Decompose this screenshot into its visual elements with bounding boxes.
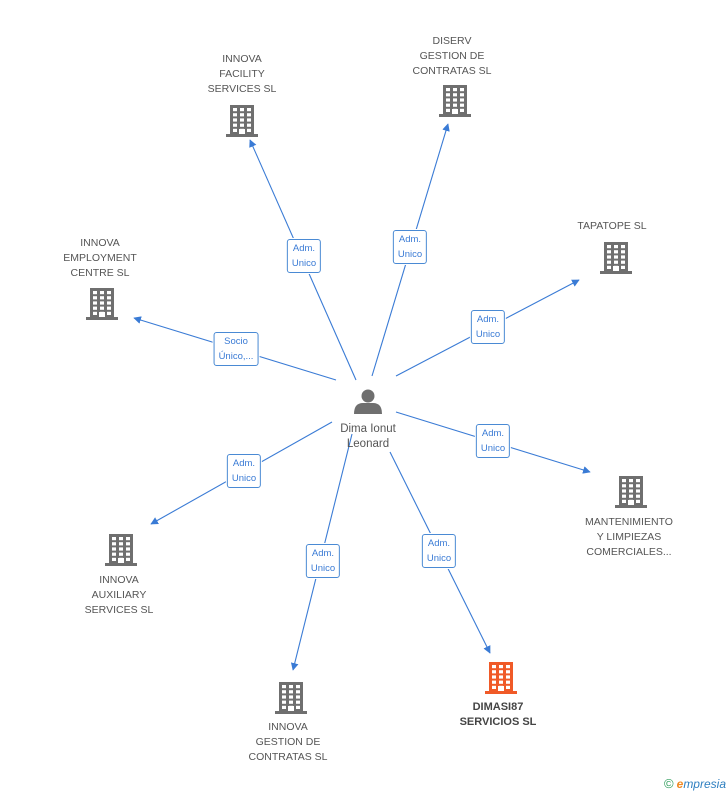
relation-label-line: Adm. [427, 538, 451, 549]
relation-label-line: Unico [231, 473, 257, 484]
relation-label-line: Adm. [311, 548, 335, 559]
company-name-line: COMERCIALES... [586, 546, 672, 558]
relation-label-innova-facility[interactable]: Adm. Unico [286, 239, 322, 273]
relation-label-line: Unico [480, 443, 506, 454]
relation-label-tapatope[interactable]: Adm. Unico [470, 310, 506, 344]
company-name-innova-auxiliary[interactable]: INNOVA AUXILIARY SERVICES SL [85, 573, 154, 618]
building-icon[interactable] [600, 242, 632, 274]
company-name-line: AUXILIARY [91, 589, 147, 601]
company-name-line: DISERV [432, 35, 472, 47]
relation-label-line: Unico [426, 553, 452, 564]
company-name-innova-facility[interactable]: INNOVA FACILITY SERVICES SL [208, 52, 277, 97]
company-name-line: TAPATOPE SL [577, 220, 647, 232]
brand-name: mpresia [683, 777, 726, 791]
relation-label-dimasi87[interactable]: Adm. Unico [421, 534, 457, 568]
copyright-symbol: © [664, 776, 674, 791]
company-name-mantenimiento[interactable]: MANTENIMIENTO Y LIMPIEZAS COMERCIALES... [585, 515, 673, 560]
relation-label-line: Único,... [218, 351, 254, 362]
company-name-line: INNOVA [268, 721, 308, 733]
building-icon[interactable] [226, 105, 258, 137]
building-icon[interactable] [615, 476, 647, 508]
relation-label-line: Adm. [398, 234, 422, 245]
relation-label-line: Socio [224, 336, 248, 347]
relation-label-line: Unico [475, 329, 501, 340]
relation-label-innova-auxiliary[interactable]: Adm. Unico [226, 454, 262, 488]
relation-label-diserv[interactable]: Adm. Unico [392, 230, 428, 264]
company-name-line: EMPLOYMENT [63, 252, 137, 264]
relation-label-line: Unico [291, 258, 317, 269]
relation-label-mantenimiento[interactable]: Adm. Unico [475, 424, 511, 458]
relation-label-innova-gestion[interactable]: Adm. Unico [305, 544, 341, 578]
company-name-line: MANTENIMIENTO [585, 516, 673, 528]
building-icon[interactable] [485, 662, 517, 694]
company-name-line: FACILITY [219, 68, 265, 80]
company-name-line: SERVICIOS SL [459, 716, 537, 728]
company-name-line: GESTION DE [255, 736, 321, 748]
person-name-line: Dima Ionut [340, 423, 396, 435]
company-name-line: CENTRE SL [70, 267, 130, 279]
relation-label-line: Adm. [476, 314, 500, 325]
building-icon[interactable] [86, 288, 118, 320]
building-icon[interactable] [275, 682, 307, 714]
person-icon[interactable] [354, 389, 382, 415]
company-name-innova-gestion[interactable]: INNOVA GESTION DE CONTRATAS SL [249, 720, 328, 765]
relation-label-line: Adm. [292, 243, 316, 254]
brand-initial: e [676, 777, 684, 791]
person-name-line: Leonard [346, 438, 390, 450]
footer-brand: ©empresia [664, 776, 726, 791]
company-name-line: SERVICES SL [84, 604, 154, 616]
relation-label-line: Unico [310, 563, 336, 574]
company-name-line: GESTION DE [419, 50, 485, 62]
company-name-line: CONTRATAS SL [248, 751, 328, 763]
company-name-line: Y LIMPIEZAS [596, 531, 662, 543]
company-name-diserv[interactable]: DISERV GESTION DE CONTRATAS SL [413, 34, 492, 79]
company-name-line: DIMASI87 [472, 701, 524, 713]
relation-label-line: Adm. [481, 428, 505, 439]
company-name-innova-employment[interactable]: INNOVA EMPLOYMENT CENTRE SL [63, 236, 137, 281]
company-name-line: INNOVA [80, 237, 120, 249]
building-icon[interactable] [105, 534, 137, 566]
building-icon[interactable] [439, 85, 471, 117]
company-name-tapatope[interactable]: TAPATOPE SL [577, 219, 646, 234]
relation-label-line: Unico [397, 249, 423, 260]
company-name-line: INNOVA [99, 574, 139, 586]
company-name-line: CONTRATAS SL [412, 65, 492, 77]
relation-label-line: Adm. [232, 458, 256, 469]
company-name-line: INNOVA [222, 53, 262, 65]
company-name-line: SERVICES SL [207, 83, 277, 95]
